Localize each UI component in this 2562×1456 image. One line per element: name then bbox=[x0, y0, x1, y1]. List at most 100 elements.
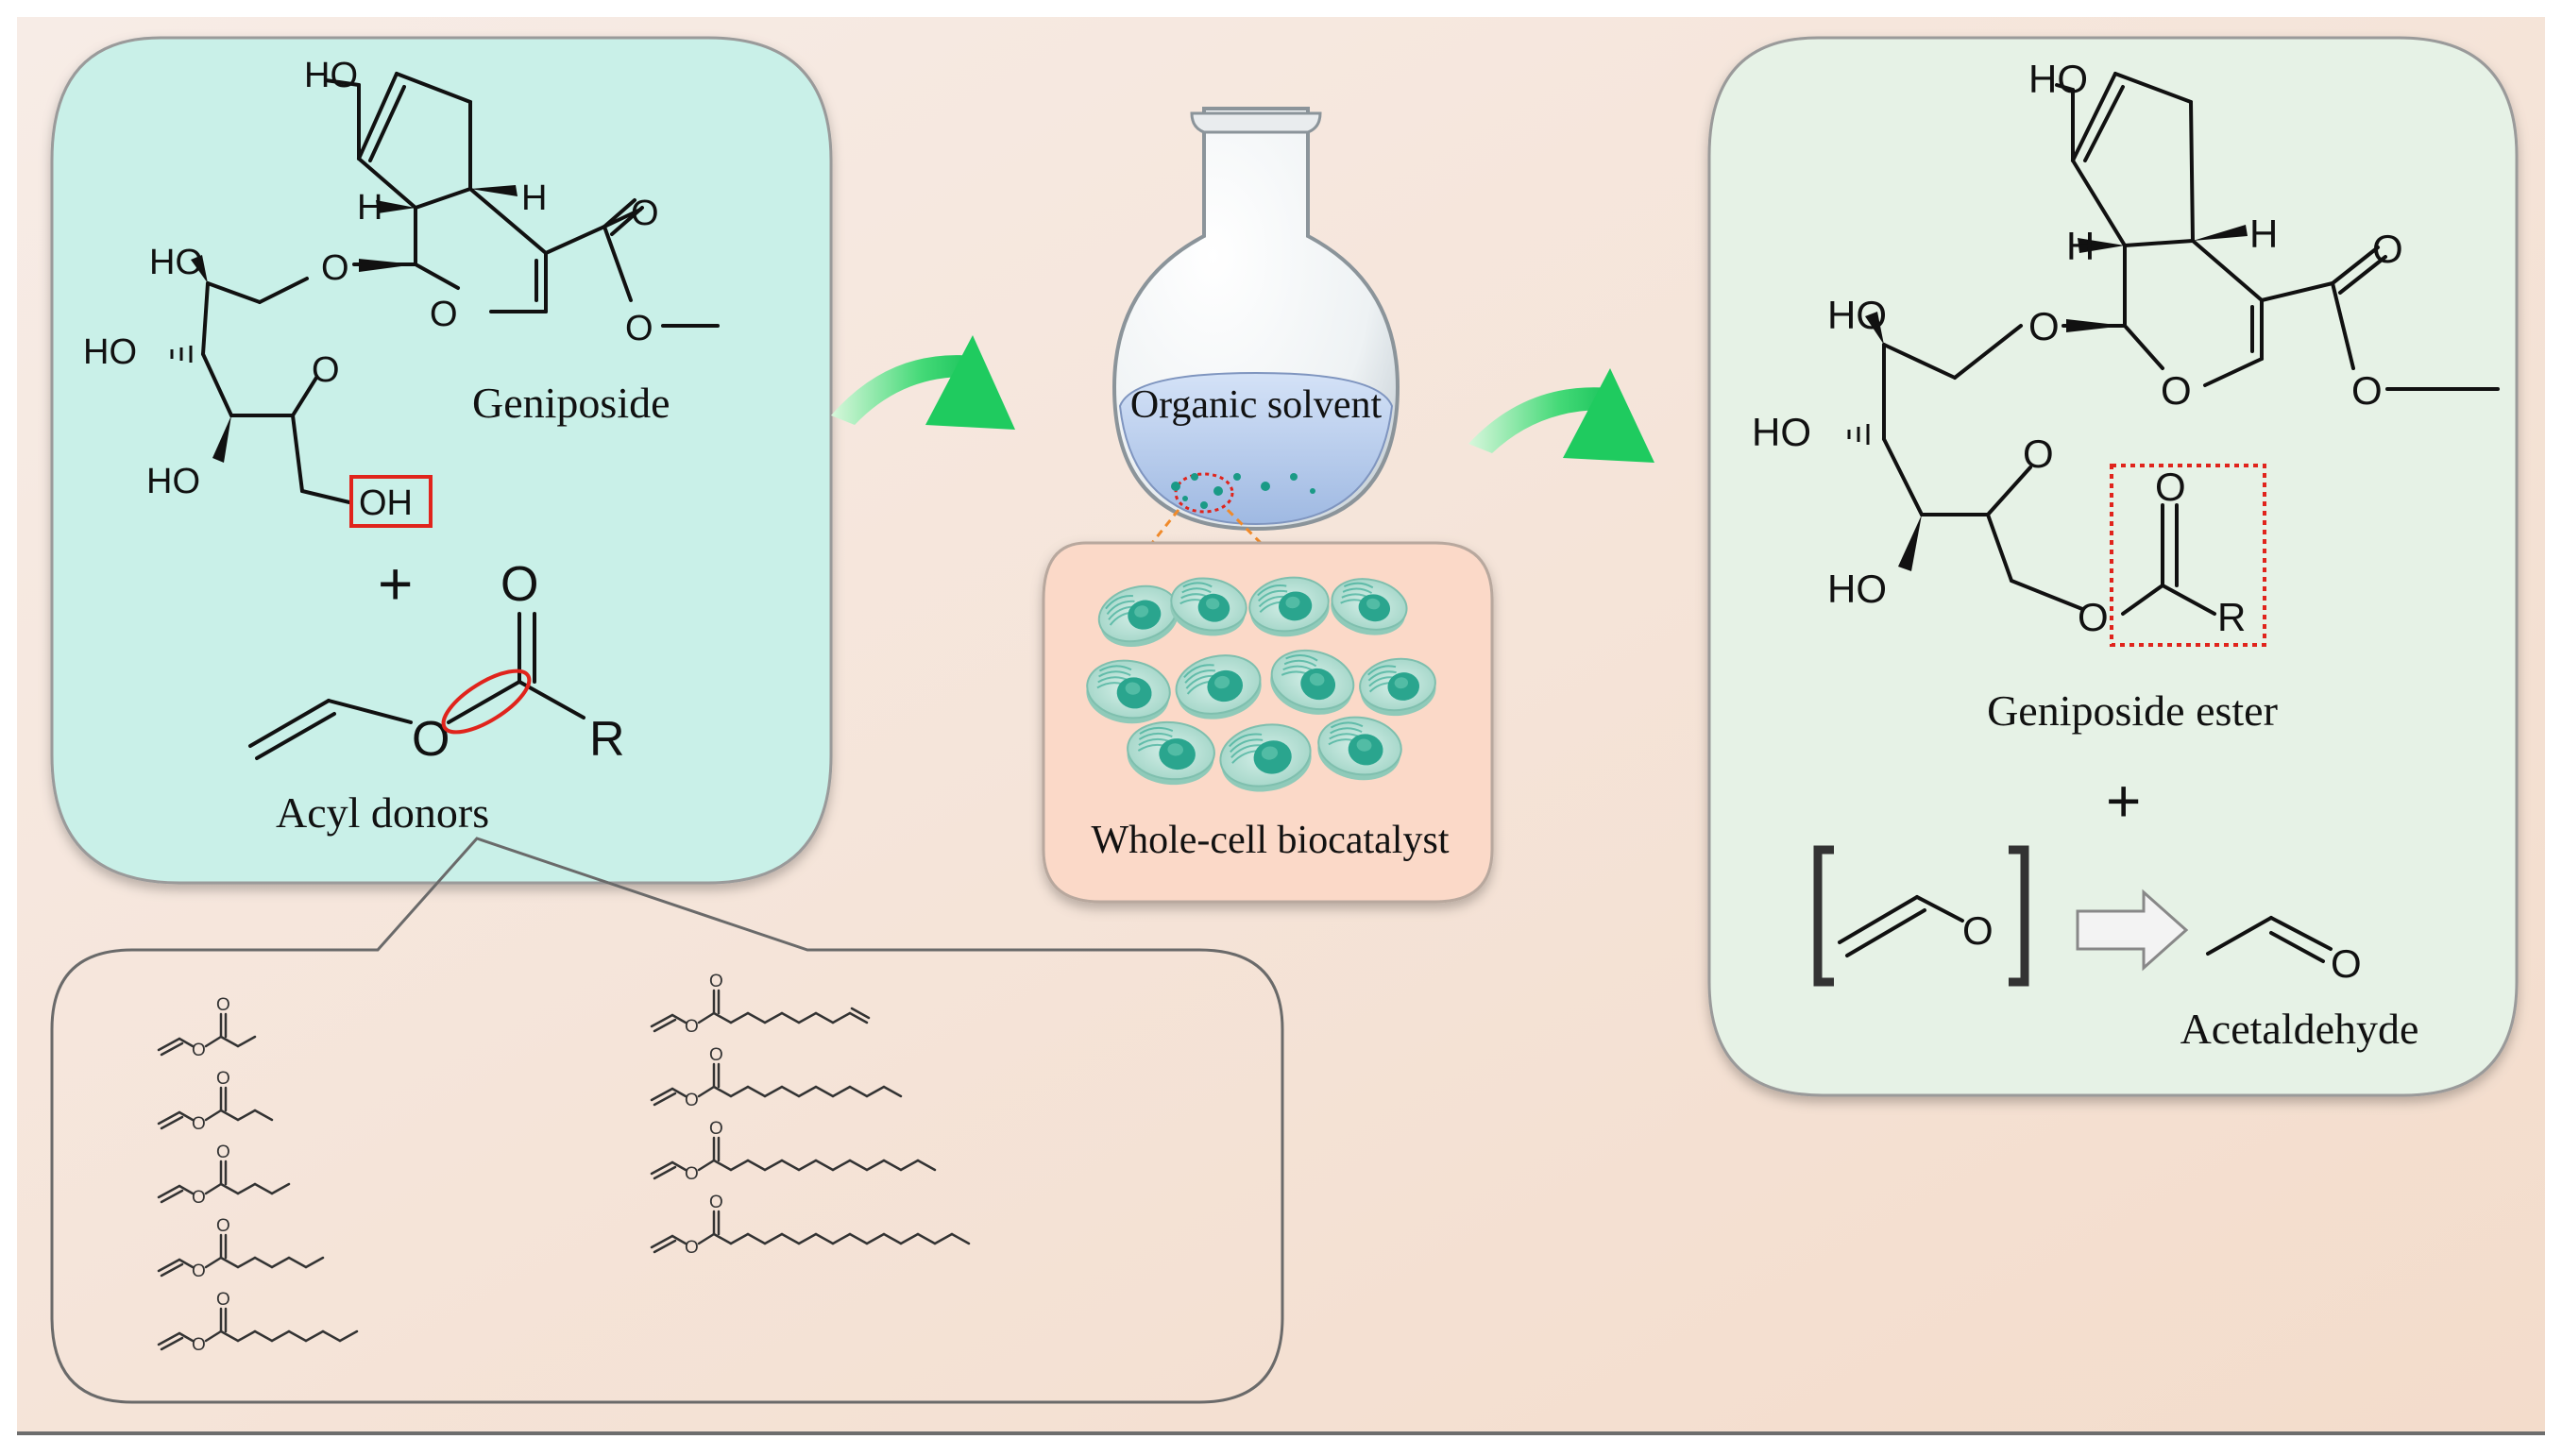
acetaldehyde-label: Acetaldehyde bbox=[2180, 1005, 2419, 1053]
donor-structure bbox=[157, 1307, 359, 1351]
atom-ho-2: HO bbox=[83, 332, 137, 372]
reactant-plus: + bbox=[378, 550, 413, 618]
arrow-to-products bbox=[1468, 368, 1654, 463]
ester-bond-highlight bbox=[441, 669, 532, 735]
geniposide-wedges bbox=[191, 185, 517, 463]
atom-o-ester: O bbox=[625, 309, 653, 348]
acyl-donors-label: Acyl donors bbox=[276, 788, 489, 837]
flask-neck-top bbox=[1190, 111, 1322, 134]
ester-atom-o-carbonyl: O bbox=[2372, 227, 2403, 271]
oh-highlight-box bbox=[349, 475, 433, 528]
donor-structure bbox=[157, 1233, 325, 1278]
ester-atom-ho-1: HO bbox=[1827, 293, 1887, 337]
geniposide-label: Geniposide bbox=[472, 379, 670, 427]
donor-o-ester: O bbox=[192, 1188, 206, 1208]
atom-o-ring: O bbox=[430, 295, 458, 334]
ester-atom-o-ester: O bbox=[2351, 368, 2383, 413]
cell bbox=[1127, 720, 1215, 786]
atom-o-glycosidic: O bbox=[321, 248, 349, 288]
ester-wedges bbox=[1865, 225, 2248, 571]
reactant-panel-box bbox=[50, 36, 833, 885]
ester-hashes bbox=[1847, 424, 1870, 445]
product-panel-box bbox=[1707, 36, 2519, 1097]
ester-atom-acyl-r: R bbox=[2217, 595, 2246, 639]
cell bbox=[1097, 584, 1179, 647]
atom-ho-3: HO bbox=[146, 462, 200, 501]
acetaldehyde-structure bbox=[2206, 916, 2333, 963]
acyl-donor-atoms: O O R bbox=[412, 557, 625, 767]
donor-o-carbonyl: O bbox=[709, 972, 723, 991]
atom-ho-1: HO bbox=[149, 243, 203, 282]
flask-liquid bbox=[1118, 371, 1394, 526]
acyl-highlight-box bbox=[2110, 464, 2266, 647]
ester-atom-o-ring: O bbox=[2161, 368, 2192, 413]
cell bbox=[1331, 578, 1408, 635]
reactant-panel: HO H H O O O O HO HO HO O OH Geniposide … bbox=[50, 36, 833, 885]
donor-o-ester: O bbox=[192, 1114, 206, 1134]
geniposide-hashes bbox=[170, 346, 193, 363]
vinyl-alcohol-o: O bbox=[1962, 908, 1994, 953]
donor-o-ester: O bbox=[685, 1164, 699, 1184]
solvent-label: Organic solvent bbox=[1130, 383, 1383, 427]
cell bbox=[1270, 650, 1355, 715]
donor-o-carbonyl: O bbox=[216, 1069, 230, 1089]
ester-atom-h-right: H bbox=[2249, 212, 2278, 256]
acetaldehyde-o: O bbox=[2331, 941, 2362, 986]
catalyst-panel: Whole-cell biocatalyst bbox=[1042, 541, 1494, 904]
cell bbox=[1219, 723, 1312, 792]
donor-r: R bbox=[589, 712, 625, 767]
ester-atom-o-glycosidic: O bbox=[2028, 304, 2060, 348]
donor-o-carbonyl: O bbox=[216, 1143, 230, 1162]
donor-structure bbox=[157, 1160, 291, 1204]
cell bbox=[1086, 659, 1171, 724]
donor-o-carbonyl: O bbox=[709, 1045, 723, 1065]
cell bbox=[1175, 654, 1262, 720]
ester-atom-acyl-o: O bbox=[2155, 465, 2186, 509]
reaction-flask: Organic solvent bbox=[1111, 107, 1400, 568]
geniposide-atoms: HO H H O O O O HO HO HO O OH bbox=[83, 56, 659, 523]
atom-ho-top: HO bbox=[304, 56, 358, 95]
donor-structure bbox=[157, 1012, 257, 1057]
donor-o-ester: O bbox=[685, 1091, 699, 1110]
cell bbox=[1248, 576, 1330, 637]
donor-structure bbox=[157, 1086, 274, 1130]
donor-o-ester: O bbox=[685, 1017, 699, 1037]
donor-structure bbox=[650, 989, 871, 1033]
cell bbox=[1359, 657, 1436, 717]
catalyst-label: Whole-cell biocatalyst bbox=[1091, 819, 1449, 862]
donor-structure bbox=[650, 1136, 937, 1180]
zoom-circle bbox=[1174, 472, 1234, 514]
ester-atom-o-link: O bbox=[2078, 595, 2109, 639]
donor-o-carbonyl: O bbox=[501, 557, 538, 612]
ester-atom-ho-3: HO bbox=[1827, 567, 1887, 611]
ester-atom-ho-2: HO bbox=[1752, 410, 1811, 454]
vinyl-alcohol-structure bbox=[1838, 895, 1964, 957]
tautomer-arrow bbox=[2076, 889, 2189, 972]
geniposide-structure bbox=[201, 72, 720, 504]
donor-structure bbox=[650, 1062, 903, 1107]
atom-h-left: H bbox=[357, 188, 382, 228]
atom-oh-highlight: OH bbox=[359, 483, 413, 523]
donor-o-ester: O bbox=[192, 1335, 206, 1355]
ester-atom-o-sugar-ring: O bbox=[2023, 432, 2054, 476]
cell-cluster bbox=[1086, 576, 1436, 792]
donor-o-carbonyl: O bbox=[709, 1193, 723, 1212]
ester-atom-ho-top: HO bbox=[2028, 57, 2088, 101]
donor-o-ester: O bbox=[685, 1238, 699, 1258]
donor-structure bbox=[650, 1210, 971, 1254]
product-panel: HO H H O O O O HO HO HO O O O R Geniposi… bbox=[1707, 36, 2519, 1097]
atom-o-carbonyl: O bbox=[631, 194, 659, 233]
donor-o-carbonyl: O bbox=[216, 1216, 230, 1236]
acyl-donor-structure bbox=[248, 612, 585, 760]
cell-particles bbox=[1171, 473, 1315, 509]
ester-atoms: HO H H O O O O HO HO HO O O O R bbox=[1752, 57, 2403, 639]
vinyl-alcohol-bracket bbox=[1813, 845, 2029, 987]
cell bbox=[1317, 716, 1402, 781]
atom-h-right: H bbox=[521, 178, 547, 218]
donor-o-carbonyl: O bbox=[709, 1119, 723, 1139]
cell bbox=[1170, 577, 1247, 636]
